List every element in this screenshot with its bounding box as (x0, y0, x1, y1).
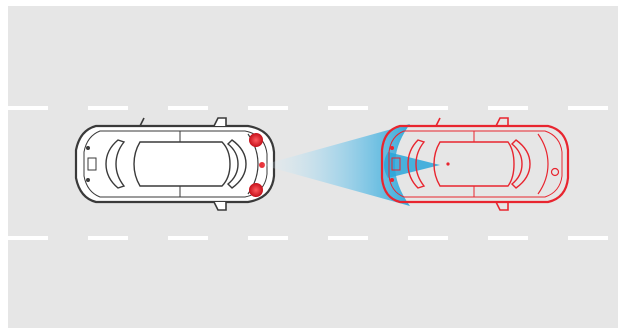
lane-dash (168, 236, 208, 240)
lane-dash (328, 236, 368, 240)
front-vehicle-tail-light (390, 146, 394, 150)
front-vehicle-emblem-icon (446, 162, 449, 165)
lane-dash (568, 236, 608, 240)
lane-dash (328, 106, 368, 110)
lane-dash (248, 106, 288, 110)
lane-dash (408, 106, 448, 110)
lane-dash (88, 106, 128, 110)
lane-dash (488, 106, 528, 110)
lane-dash (88, 236, 128, 240)
lane-dash (168, 106, 208, 110)
lane-dash (8, 236, 48, 240)
rear-vehicle-tail-light (86, 146, 90, 150)
rear-vehicle-plate (88, 158, 96, 170)
lane-dash (568, 106, 608, 110)
rear-vehicle-roof (134, 142, 230, 186)
lane-dash (8, 106, 48, 110)
rear-vehicle (76, 118, 274, 210)
rear-vehicle-tail-light (86, 178, 90, 182)
lane-dash (408, 236, 448, 240)
front-vehicle-tail-light (390, 178, 394, 182)
lane-dash (488, 236, 528, 240)
lane-dash (248, 236, 288, 240)
